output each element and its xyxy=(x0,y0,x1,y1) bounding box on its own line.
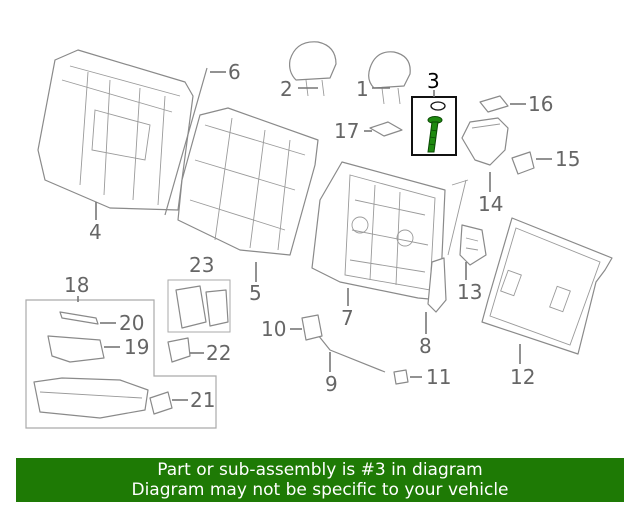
part-3-highlighted-assembly[interactable] xyxy=(411,96,457,156)
callout-11: 11 xyxy=(426,365,451,389)
part-10-handle[interactable] xyxy=(301,314,323,341)
callout-13: 13 xyxy=(457,280,482,304)
callout-7: 7 xyxy=(341,306,354,330)
part-9-cable[interactable] xyxy=(317,334,386,373)
part-18-storage-bin[interactable] xyxy=(33,377,149,419)
callout-20: 20 xyxy=(119,311,144,335)
callout-21: 21 xyxy=(190,388,215,412)
part-12-rear-panel[interactable] xyxy=(481,217,613,355)
part-23-bracket-group[interactable] xyxy=(167,279,231,333)
callout-9: 9 xyxy=(325,372,338,396)
part-1-headrest[interactable] xyxy=(368,51,411,105)
leader-lines xyxy=(77,71,552,401)
parts-diagram: 1 2 3 4 5 6 7 8 9 10 11 12 13 14 15 16 1… xyxy=(25,41,613,429)
callout-10: 10 xyxy=(261,317,286,341)
part-14-cover[interactable] xyxy=(461,117,509,166)
callout-12: 12 xyxy=(510,365,535,389)
part-8-latch[interactable] xyxy=(427,179,469,313)
callout-17: 17 xyxy=(334,119,359,143)
part-15-clip[interactable] xyxy=(511,151,535,175)
part-21-clip[interactable] xyxy=(149,391,173,415)
banner-line-2: Diagram may not be specific to your vehi… xyxy=(131,480,509,500)
part-22-clip[interactable] xyxy=(167,337,191,363)
callout-8: 8 xyxy=(419,334,432,358)
callout-6: 6 xyxy=(228,60,241,84)
callout-18: 18 xyxy=(64,273,89,297)
callout-14: 14 xyxy=(478,192,503,216)
part-16-cap[interactable] xyxy=(479,95,509,113)
callout-3: 3 xyxy=(427,69,440,93)
callout-2: 2 xyxy=(280,77,293,101)
callout-23: 23 xyxy=(189,253,214,277)
callout-19: 19 xyxy=(124,335,149,359)
callout-4: 4 xyxy=(89,220,102,244)
part-2-headrest[interactable] xyxy=(289,41,337,97)
part-13-bracket[interactable] xyxy=(459,224,487,266)
disclaimer-banner: Part or sub-assembly is #3 in diagram Di… xyxy=(16,458,624,502)
callout-16: 16 xyxy=(528,92,553,116)
part-4-seatback-cushion[interactable] xyxy=(37,49,194,211)
banner-line-1: Part or sub-assembly is #3 in diagram xyxy=(157,460,483,480)
callout-labels: 1 2 3 4 5 6 7 8 9 10 11 12 13 14 15 16 1… xyxy=(64,60,580,412)
part-7-seatback-frame[interactable] xyxy=(311,161,446,301)
part-5-seatback-pad[interactable] xyxy=(177,107,319,256)
part-6-rod[interactable] xyxy=(164,67,208,216)
callout-22: 22 xyxy=(206,341,231,365)
part-18-group-box xyxy=(25,299,217,429)
part-19-tray[interactable] xyxy=(47,335,105,363)
part-17-pad[interactable] xyxy=(369,121,403,137)
part-20-strip[interactable] xyxy=(59,311,99,325)
callout-1: 1 xyxy=(356,77,369,101)
callout-5: 5 xyxy=(249,281,262,305)
callout-15: 15 xyxy=(555,147,580,171)
part-11-cap[interactable] xyxy=(393,369,409,385)
